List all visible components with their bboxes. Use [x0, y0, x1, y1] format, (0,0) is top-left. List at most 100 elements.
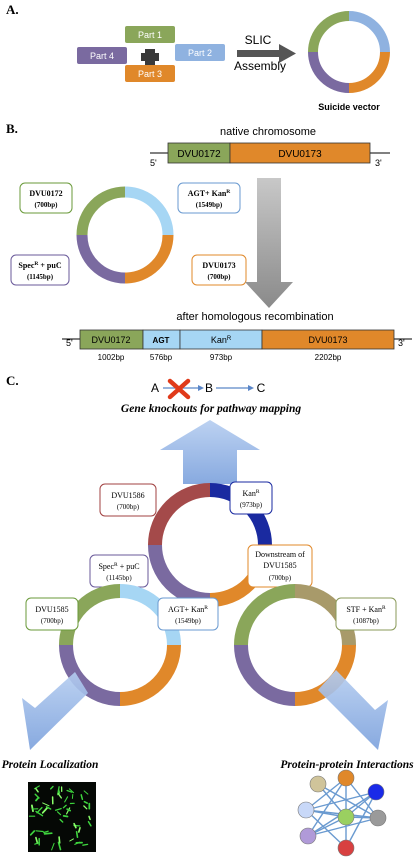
- box-spec-main: Spec: [98, 562, 114, 571]
- box-dvu1585-size: (700bp): [41, 617, 64, 625]
- part-2-box: [175, 44, 225, 61]
- cell-53: [57, 792, 62, 799]
- ringA-segment-3: [348, 51, 390, 93]
- cell-27: [54, 807, 62, 811]
- recomb-seg-dvu0172-size: 1002bp: [98, 353, 125, 362]
- ringL-segment-3: [119, 644, 181, 706]
- ringC-segment-4: [148, 544, 211, 607]
- kan-main: Kan: [211, 335, 227, 345]
- suicide-vector-ring: [308, 11, 390, 93]
- box-agt-kan-c: [157, 597, 219, 631]
- recomb-seg-dvu0173-label: DVU0173: [308, 335, 347, 345]
- box-agt-kan-c-name: AGT+ KanR: [168, 605, 208, 614]
- box-downstream-size: (700bp): [269, 574, 292, 582]
- recombination-title: after homologous recombination: [176, 311, 333, 323]
- cell-41: [35, 830, 44, 833]
- native-3-prime: 3': [375, 158, 382, 168]
- box-stf-kan-name: STF + KanR: [346, 605, 386, 614]
- box-dvu1586: [99, 483, 157, 517]
- box-agt-kan-c-sup: R: [204, 605, 208, 611]
- ringC-segment-1: [148, 483, 211, 546]
- cell-2: [35, 836, 39, 845]
- native-gene-dvu0172-label: DVU0172: [177, 149, 221, 160]
- cell-39: [50, 785, 54, 790]
- microscopy-image: [28, 782, 96, 852]
- cell-25: [73, 822, 77, 829]
- ringB-segment-2: [124, 186, 174, 236]
- panel-c-letter: C.: [6, 373, 19, 388]
- ppi-edge-16: [345, 777, 379, 819]
- box-stf-kan: [335, 597, 397, 631]
- box-kan-sup: R: [256, 489, 260, 495]
- cell-23: [66, 789, 73, 793]
- knockout-up-arrow: [160, 420, 260, 484]
- ppi-edge-8: [305, 777, 347, 811]
- ppi-node-4: [297, 801, 315, 819]
- cell-47: [87, 820, 92, 827]
- ringR-segment-1: [234, 584, 296, 646]
- pathway-a: A: [151, 381, 159, 395]
- ppi-edge-17: [345, 791, 377, 849]
- cell-7: [62, 804, 67, 809]
- ringB-segment-4: [76, 234, 126, 284]
- box-kan-size: (973bp): [240, 501, 263, 509]
- recomb-seg-kan-label: KanR: [211, 335, 232, 345]
- suicide-vector-label: Suicide vector: [318, 102, 380, 112]
- cell-51: [83, 805, 88, 810]
- slic-label: SLIC: [245, 33, 272, 47]
- slic-arrow-shaft: [237, 50, 281, 57]
- recomb-3-prime: 3': [398, 338, 405, 348]
- ppi-node-7: [299, 827, 317, 845]
- cell-43: [82, 843, 89, 846]
- cell-22: [42, 802, 50, 807]
- part-2-label: Part 2: [188, 48, 212, 58]
- recombination-arrow: [245, 178, 293, 308]
- plasmid-b-ring: [76, 186, 174, 284]
- box-dvu1586-size: (700bp): [117, 503, 140, 511]
- plasmid-box-dvu0173-name: DVU0173: [202, 261, 235, 270]
- box-spec-puc-size: (1145bp): [106, 574, 132, 582]
- ppi-edge-14: [305, 809, 347, 849]
- cell-46: [78, 826, 81, 833]
- plasmid-box-dvu0172: [19, 182, 73, 214]
- box-downstream-line1: Downstream of: [255, 550, 305, 559]
- ppi-node-5: [337, 808, 355, 826]
- ppi-node-8: [337, 839, 355, 857]
- ringL-segment-1: [59, 584, 121, 646]
- plasmid-box-dvu0172-name: DVU0172: [29, 189, 62, 198]
- box-kan-main: Kan: [243, 489, 256, 498]
- part-4-label: Part 4: [90, 51, 114, 61]
- localization-arrow: [22, 672, 88, 750]
- cell-3: [68, 788, 75, 794]
- spec-main: Spec: [18, 261, 34, 270]
- native-5-prime: 5': [150, 158, 157, 168]
- spec-sup: R: [34, 261, 39, 267]
- cell-49: [66, 808, 72, 812]
- ppi-edge-10: [305, 791, 377, 811]
- ringA-segment-1: [308, 11, 350, 53]
- recomb-seg-agt-size: 576bp: [150, 353, 173, 362]
- part-4-box: [77, 47, 127, 64]
- slic-arrow-head: [279, 44, 296, 63]
- plasmid-box-agt-kan-size: (1549bp): [196, 201, 223, 209]
- recomb-5-prime: 5': [66, 338, 73, 348]
- pathway-b: B: [205, 381, 213, 395]
- box-downstream-line2: DVU1585: [263, 561, 296, 570]
- ringA-segment-4: [308, 51, 350, 93]
- plasmid-box-spec-puc-size: (1145bp): [27, 273, 54, 281]
- cell-37: [80, 794, 84, 801]
- cell-16: [30, 804, 34, 813]
- recomb-seg-dvu0173-size: 2202bp: [315, 353, 342, 362]
- knockout-x-icon: [167, 378, 191, 400]
- ringR-segment-2: [294, 584, 356, 646]
- ppi-edge-9: [307, 777, 347, 837]
- cell-24: [29, 830, 36, 836]
- box-spec-puc: [89, 554, 149, 588]
- part-1-box: [125, 26, 175, 43]
- recomb-seg-kan-size: 973bp: [210, 353, 233, 362]
- ringR-segment-4: [234, 644, 296, 706]
- cell-13: [43, 832, 53, 835]
- ppi-node-6: [369, 809, 387, 827]
- cell-54: [64, 796, 69, 803]
- ppi-node-2: [337, 769, 355, 787]
